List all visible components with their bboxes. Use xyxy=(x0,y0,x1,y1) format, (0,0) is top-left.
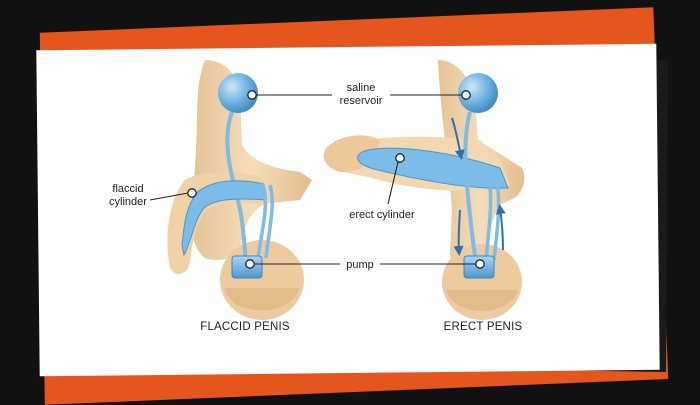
flaccid-cylinder-shape xyxy=(181,180,266,257)
label-flaccid: flaccid xyxy=(112,183,143,195)
label-cylinder: cylinder xyxy=(109,196,147,208)
reservoir-right xyxy=(458,73,498,113)
label-saline: saline xyxy=(347,82,376,94)
reservoir-left xyxy=(218,73,258,113)
caption-erect: ERECT PENIS xyxy=(444,321,523,333)
flaccid-illustration xyxy=(167,60,312,320)
label-pump: pump xyxy=(346,259,374,271)
caption-flaccid: FLACCID PENIS xyxy=(200,321,290,333)
label-reservoir: reservoir xyxy=(340,95,383,107)
leader-lines xyxy=(149,94,476,265)
erect-illustration xyxy=(323,60,525,320)
label-erect-cylinder: erect cylinder xyxy=(349,209,415,221)
